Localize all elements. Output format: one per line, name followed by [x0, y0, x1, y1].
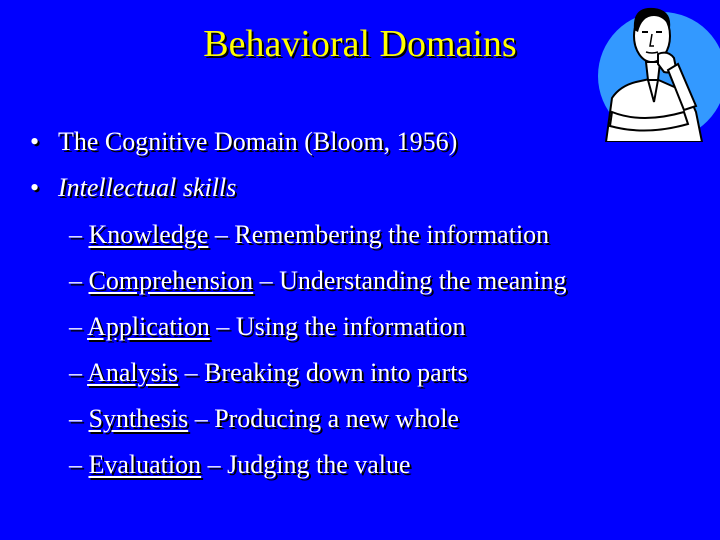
sub-bullet-item: – Knowledge – Remembering the informatio…	[69, 220, 549, 250]
sub-bullet-dash: –	[69, 358, 82, 387]
sub-bullet-item: – Synthesis – Producing a new whole	[69, 404, 459, 434]
sub-bullet-item: – Evaluation – Judging the value	[69, 450, 411, 480]
sub-bullet-dash: –	[69, 312, 82, 341]
sub-bullet-item: – Analysis – Breaking down into parts	[69, 358, 468, 388]
sub-bullet-item: – Comprehension – Understanding the mean…	[69, 266, 567, 296]
level-term: Analysis	[87, 358, 179, 387]
level-term: Evaluation	[88, 450, 202, 479]
level-description: Breaking down into parts	[204, 358, 468, 387]
bullet-dot: •	[30, 173, 40, 202]
sub-bullet-dash: –	[69, 220, 82, 249]
bullet-text: The Cognitive Domain (Bloom, 1956)	[58, 127, 458, 156]
level-term: Application	[87, 312, 210, 341]
level-separator: –	[259, 266, 273, 295]
sub-bullet-dash: –	[69, 450, 82, 479]
bullet-item: • Intellectual skills	[30, 173, 236, 203]
bullet-dot: •	[30, 127, 40, 156]
level-description: Producing a new whole	[214, 404, 459, 433]
level-separator: –	[184, 358, 198, 387]
sub-bullet-dash: –	[69, 266, 82, 295]
level-term: Knowledge	[88, 220, 209, 249]
level-separator: –	[207, 450, 221, 479]
sub-bullet-dash: –	[69, 404, 82, 433]
level-description: Understanding the meaning	[279, 266, 567, 295]
level-term: Comprehension	[88, 266, 254, 295]
level-description: Judging the value	[227, 450, 411, 479]
sub-bullet-item: – Application – Using the information	[69, 312, 465, 342]
level-separator: –	[194, 404, 208, 433]
bullet-item: • The Cognitive Domain (Bloom, 1956)	[30, 127, 457, 157]
slide-title: Behavioral Domains	[203, 23, 517, 65]
thinking-man-clipart-icon	[592, 2, 720, 143]
level-description: Remembering the information	[234, 220, 550, 249]
level-description: Using the information	[235, 312, 466, 341]
level-separator: –	[216, 312, 230, 341]
bullet-text: Intellectual skills	[58, 173, 237, 202]
level-term: Synthesis	[88, 404, 189, 433]
level-separator: –	[214, 220, 228, 249]
